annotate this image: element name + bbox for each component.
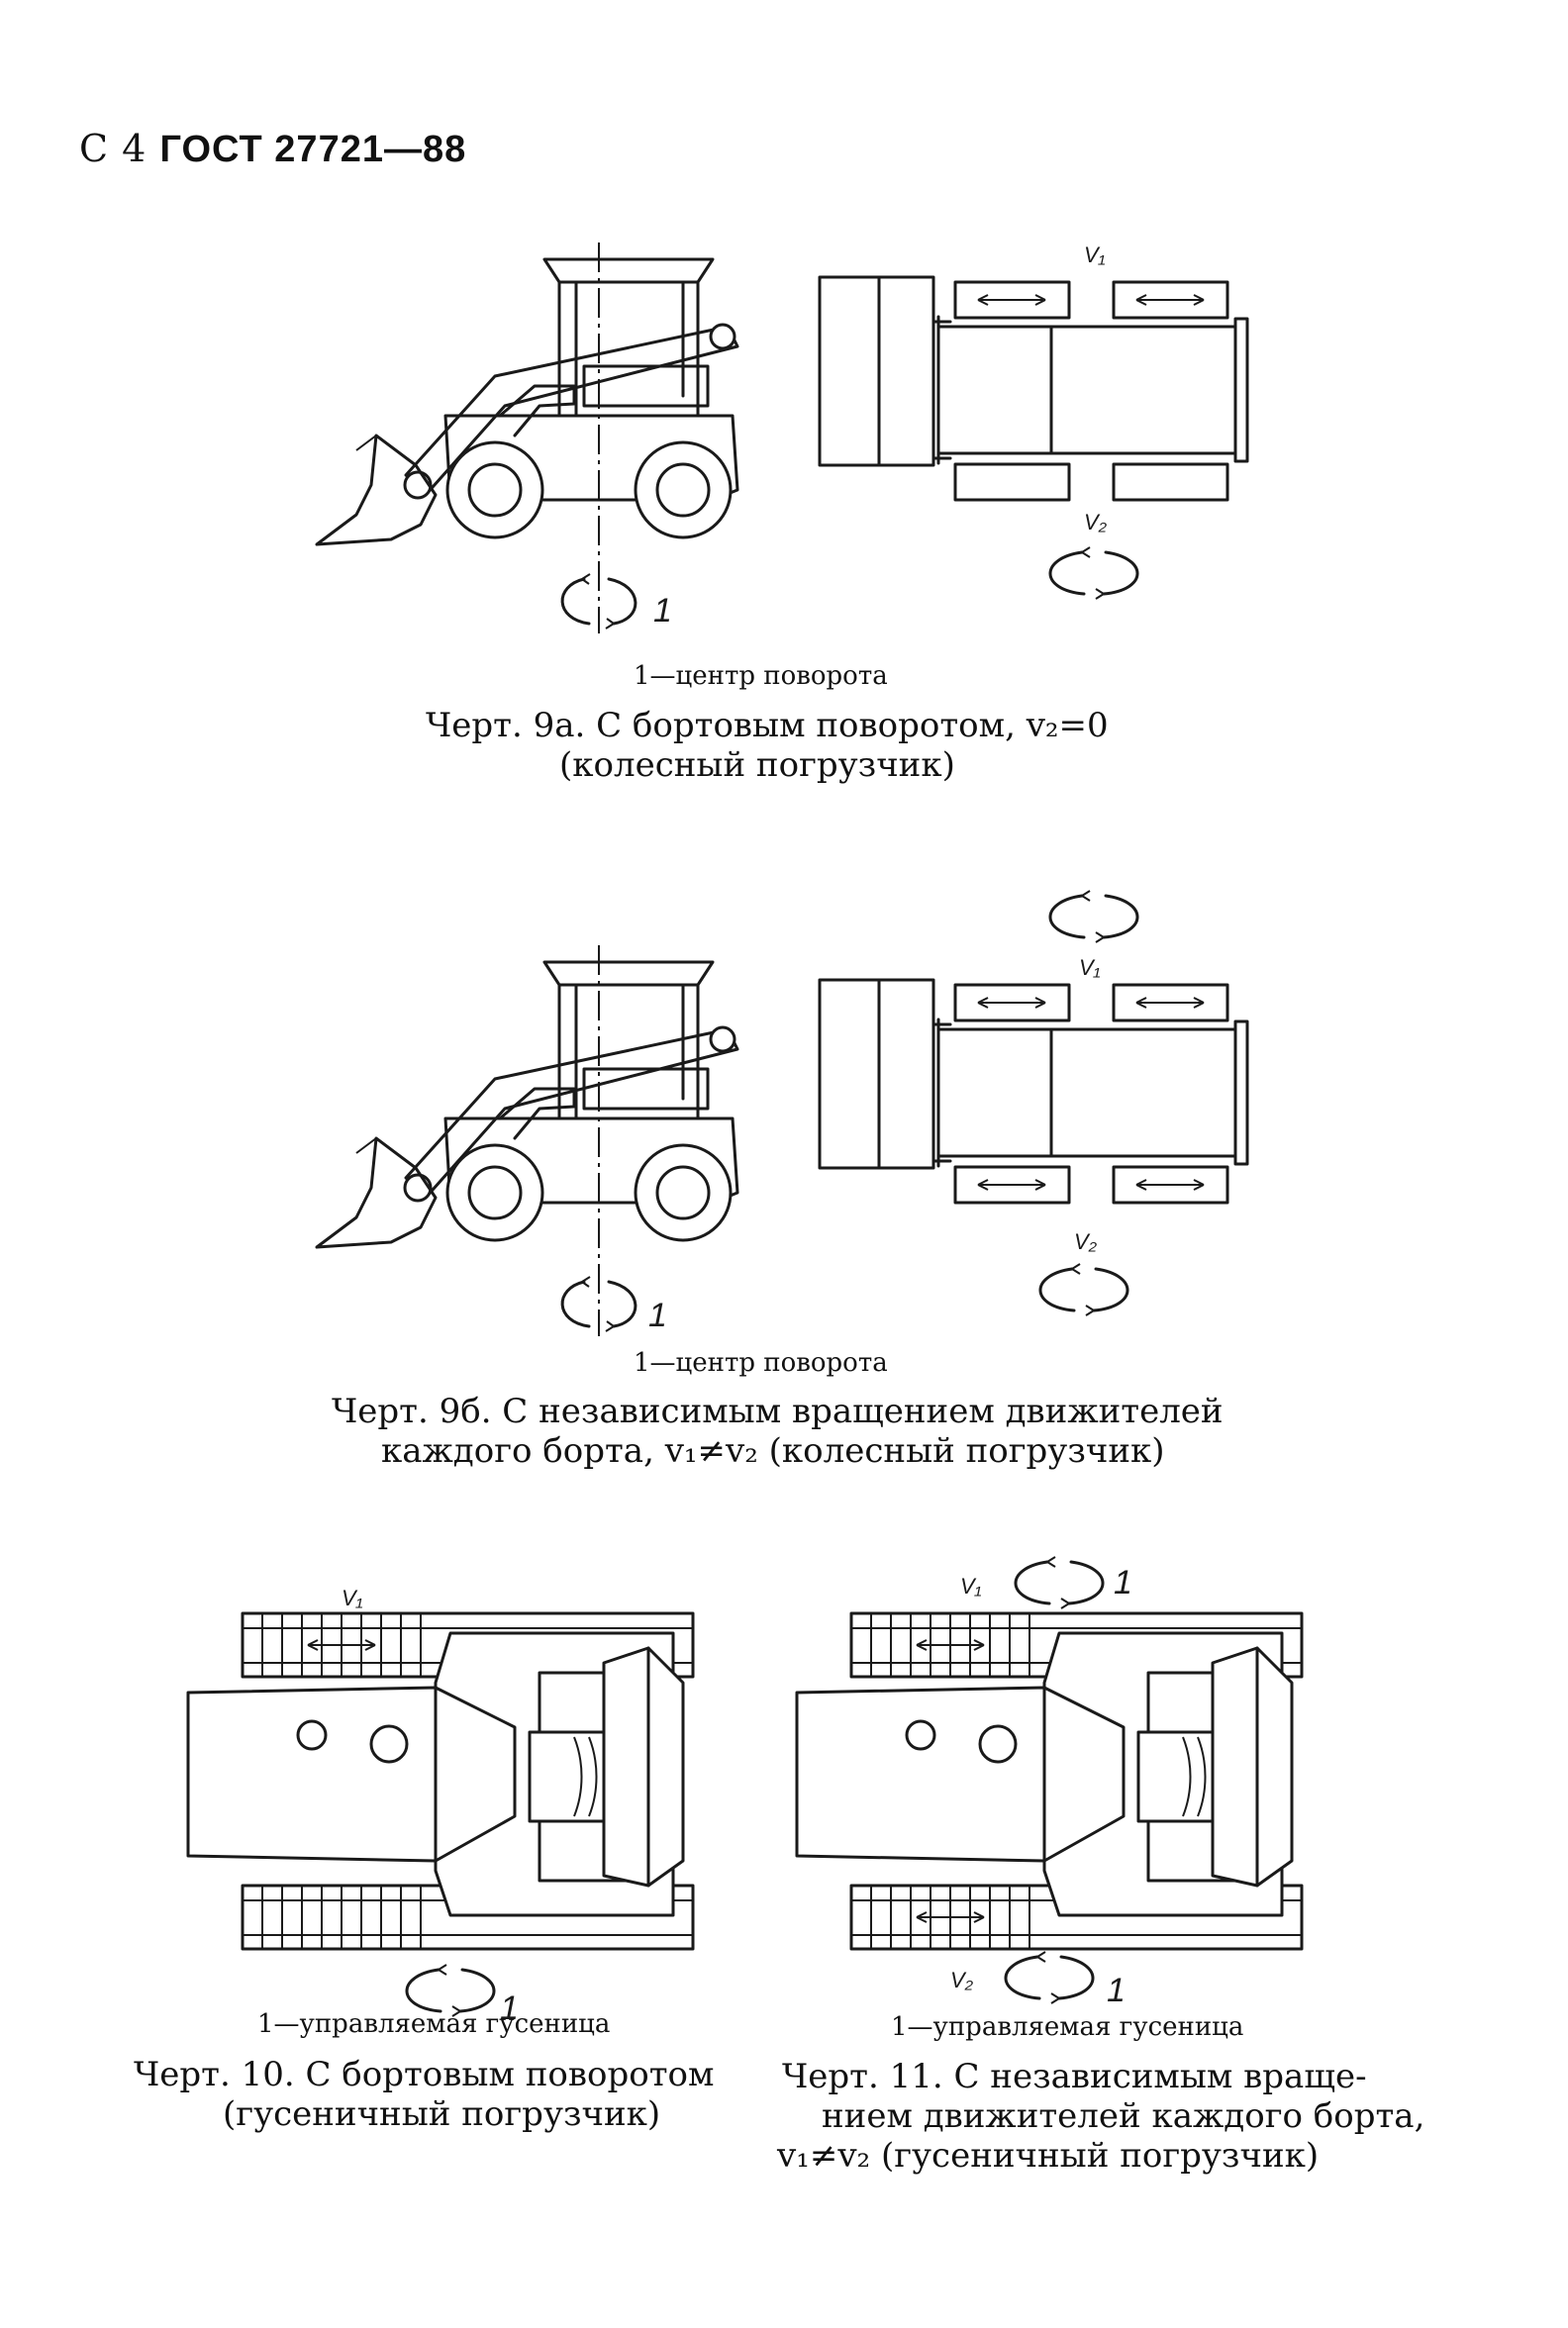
page-header: С 4 ГОСТ 27721—88 xyxy=(79,127,466,171)
fig9b-legend: 1—центр поворота xyxy=(634,1348,888,1378)
fig9a-caption-line1: Черт. 9а. С бортовым поворотом, v₂=0 xyxy=(426,706,1109,745)
fig10-legend: 1—управляемая гусеница xyxy=(257,2009,611,2039)
fig9a-caption-line2: (колесный погрузчик) xyxy=(559,745,955,785)
page-number: С 4 xyxy=(79,127,147,170)
fig9a-v2-label: V₂ xyxy=(1084,510,1108,534)
fig11-marker-top: 1 xyxy=(1114,1564,1132,1601)
fig11-marker-bottom: 1 xyxy=(1107,1972,1126,2009)
fig11-crawler-top-view xyxy=(795,1611,1304,1951)
fig11-v1-label: V₁ xyxy=(960,1574,982,1599)
fig9b-v1-label: V₁ xyxy=(1079,955,1101,980)
fig9a-top-view xyxy=(818,275,1249,502)
fig9a-center-marker: 1 xyxy=(653,592,672,630)
fig9b-v2-label: V₂ xyxy=(1074,1229,1098,1254)
standard-code: ГОСТ 27721—88 xyxy=(159,129,467,170)
fig9a-side-view xyxy=(315,241,739,635)
fig10-marker: 1 xyxy=(500,1989,519,2027)
fig11-v2-label: V₂ xyxy=(950,1968,974,1992)
fig9b-caption-line1: Черт. 9б. С независимым вращением движит… xyxy=(332,1392,1224,1431)
fig10-caption-line2: (гусеничный погрузчик) xyxy=(223,2094,661,2134)
fig11-caption-line2: нием движителей каждого борта, xyxy=(822,2096,1425,2136)
fig11-caption-line1: Черт. 11. С независимым враще- xyxy=(782,2057,1367,2096)
fig9b-side-view xyxy=(315,943,739,1338)
fig10-crawler-top-view xyxy=(186,1611,695,1951)
fig9a-v1-label: V₁ xyxy=(1084,242,1106,267)
fig9b-center-marker: 1 xyxy=(648,1297,667,1334)
fig10-caption-line1: Черт. 10. С бортовым поворотом xyxy=(134,2055,715,2094)
fig9b-top-view xyxy=(818,978,1249,1205)
fig9b-caption-line2: каждого борта, v₁≠v₂ (колесный погрузчик… xyxy=(381,1431,1165,1471)
fig11-caption-line3: v₁≠v₂ (гусеничный погрузчик) xyxy=(777,2136,1320,2176)
fig9a-legend: 1—центр поворота xyxy=(634,661,888,691)
fig11-legend: 1—управляемая гусеница xyxy=(891,2012,1244,2042)
fig10-v1-label: V₁ xyxy=(342,1586,363,1610)
